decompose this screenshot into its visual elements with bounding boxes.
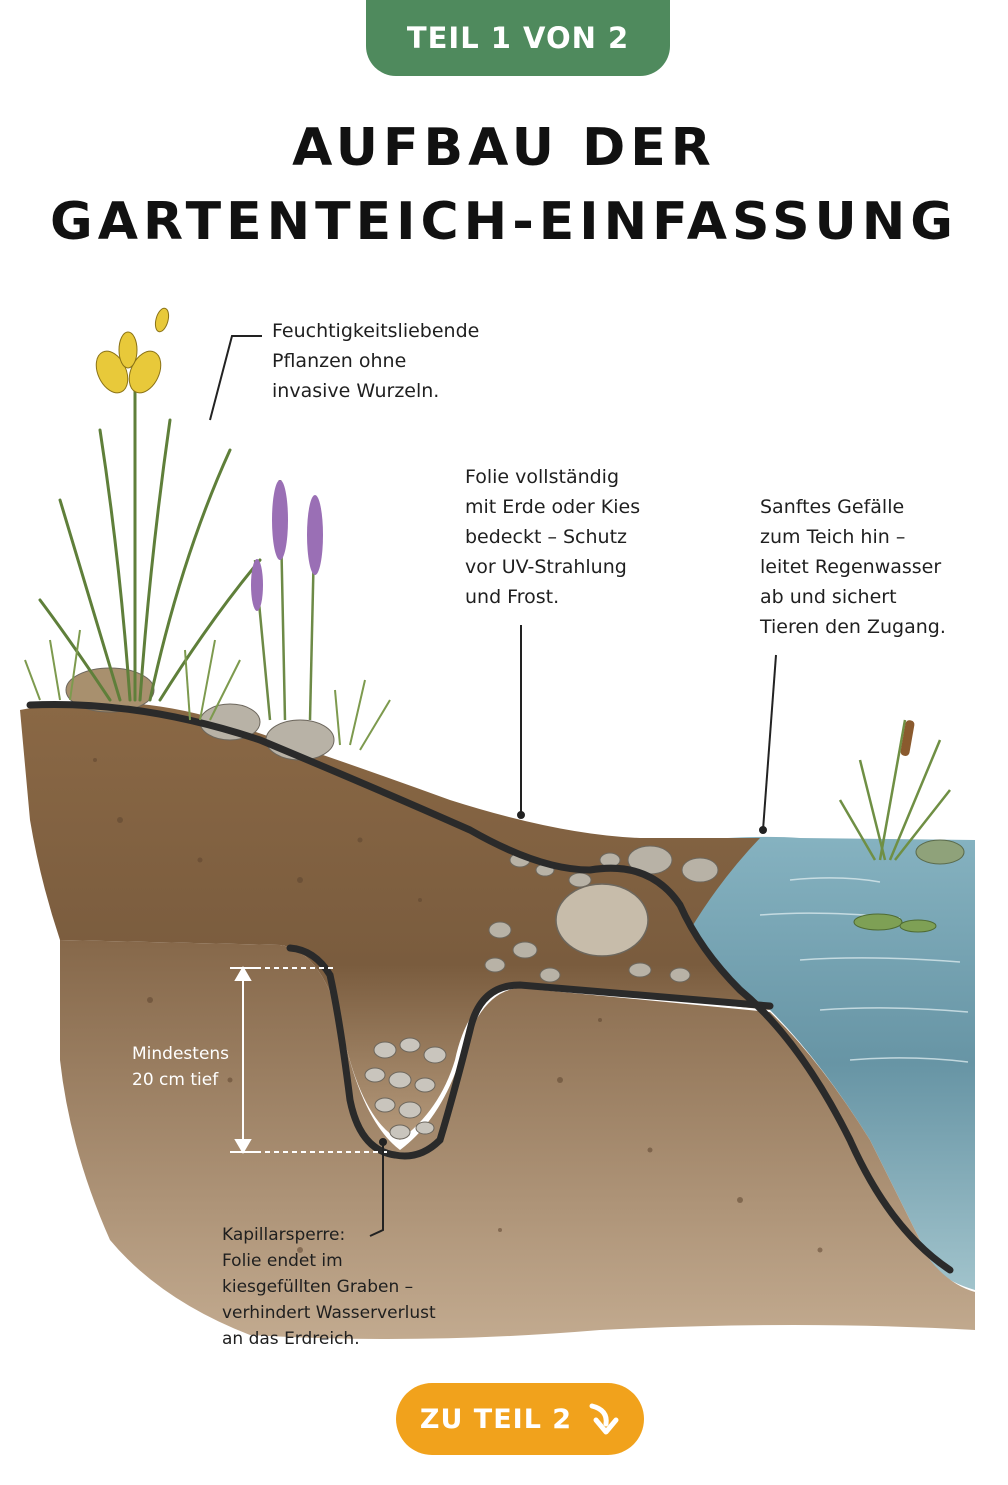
pond-liner [26, 700, 954, 1274]
page-title-line2: GARTENTEICH-EINFASSUNG [50, 192, 958, 252]
lily-pads-icon [853, 913, 937, 933]
grass-tufts [24, 629, 391, 751]
depth-measure [230, 966, 390, 1154]
pond-water [690, 836, 975, 1290]
gravel-layer [65, 667, 719, 983]
lower-soil [60, 940, 975, 1339]
capillary-liner [286, 944, 774, 1160]
water-ripples [759, 877, 969, 1063]
trench-gravel [364, 1037, 447, 1140]
depth-annotation: Mindestens 20 cm tief [132, 1044, 230, 1090]
iris-plant [38, 388, 262, 702]
next-part-button[interactable]: ZU TEIL 2 [396, 1383, 644, 1455]
part-badge: TEIL 1 VON 2 [366, 0, 670, 76]
plants-annotation: Feuchtigkeitsliebende Pflanzen ohne inva… [272, 320, 480, 402]
slope-annotation: Sanftes Gefälle zum Teich hin – leitet R… [760, 496, 946, 638]
soil-texture [93, 758, 823, 1253]
purple-flower-spikes [251, 480, 323, 611]
large-boulder [555, 883, 649, 957]
capillary-title: Kapillarsperre: [222, 1225, 346, 1245]
cattail-plant [838, 719, 951, 861]
page-title-line1: AUFBAU DER [292, 118, 716, 178]
liner-cover-annotation: Folie vollständig mit Erde oder Kies bed… [465, 466, 641, 608]
cattail-head-icon [900, 720, 915, 756]
next-part-label: ZU TEIL 2 [419, 1403, 573, 1435]
arrow-down-right-icon [589, 1403, 619, 1435]
capillary-annotation: Folie endet im kiesgefüllten Graben – ve… [222, 1251, 436, 1349]
leader-lines [209, 335, 777, 1237]
pond-stone [915, 839, 965, 865]
iris-flower-icon [95, 307, 170, 394]
upper-soil [20, 702, 770, 1140]
